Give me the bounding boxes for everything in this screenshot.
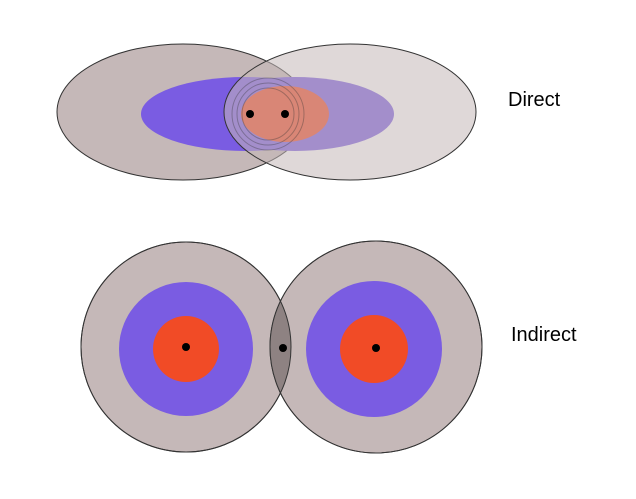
direct-right-outer-zone (223, 43, 477, 181)
direct-group (56, 43, 477, 181)
indirect-group (80, 240, 483, 454)
indirect-left-outline (80, 241, 292, 453)
direct-center-ring-1 (231, 77, 305, 151)
direct-right-point (281, 110, 289, 118)
direct-label: Direct (508, 89, 561, 111)
indirect-right-outline (269, 240, 483, 454)
indirect-label: Indirect (511, 324, 577, 346)
direct-left-point (246, 110, 254, 118)
direct-center-ring-3 (241, 87, 295, 141)
indirect-overlap-point (279, 344, 287, 352)
direct-center-ring-2 (236, 82, 300, 146)
indirect-right-point (372, 344, 380, 352)
indirect-left-point (182, 343, 190, 351)
